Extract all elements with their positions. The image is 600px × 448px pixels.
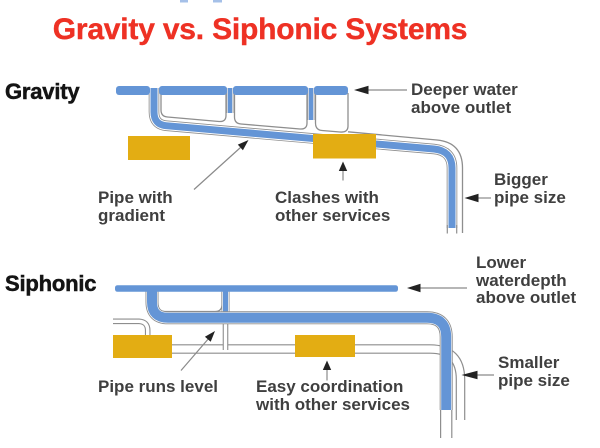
siphonic-gutter-water [115,285,398,292]
siphonic-service-box-left [113,335,172,358]
page-title: Gravity vs. Siphonic Systems [52,13,468,46]
pipe-gradient-label: Pipe with gradient [98,188,173,225]
gravity-service-box-clash [313,134,376,159]
gravity-gutter-water [116,86,348,95]
deeper-water-arrow [354,85,407,95]
easy-coordination-arrow [322,360,332,381]
gravity-heading: Gravity [5,79,80,104]
pipe-gradient-arrow [193,140,249,190]
clashes-arrow [338,161,348,181]
siphonic-diagram [113,283,494,438]
deeper-water-label: Deeper water above outlet [411,80,518,117]
siphonic-service-run [172,344,466,420]
siphonic-pipe-end-walls [440,410,453,438]
smaller-pipe-arrow [461,370,494,380]
siphonic-main-pipe [145,290,453,410]
gravity-pipe-end-walls [446,225,458,234]
siphonic-service-feed [113,318,151,337]
gravity-outlet-drops [226,88,315,120]
siphonic-water [147,290,452,410]
runs-level-label: Pipe runs level [98,377,218,396]
siphonic-service-box-mid [295,335,355,357]
gravity-service-box-left [128,136,190,160]
gravity-water-pipe [148,88,458,228]
siphonic-pipe-top-outline [157,292,223,313]
siphonic-heading: Siphonic [5,271,97,296]
bigger-pipe-label: Bigger pipe size [494,170,566,207]
easy-coordination-label: Easy coordination with other services [256,377,411,414]
lower-water-arrow [407,283,467,293]
gravity-outer-pipe-wall [347,131,464,233]
gravity-pipe-top-outlines [160,93,349,133]
bigger-pipe-arrow [464,193,491,203]
gravity-diagram [116,85,491,234]
top-edge-artifacts [180,0,222,3]
lower-water-label: Lower waterdepth above outlet [476,253,577,307]
clashes-label: Clashes with other services [275,188,391,225]
gravity-water [150,88,456,228]
smaller-pipe-label: Smaller pipe size [498,353,570,390]
runs-level-arrow [180,331,215,371]
